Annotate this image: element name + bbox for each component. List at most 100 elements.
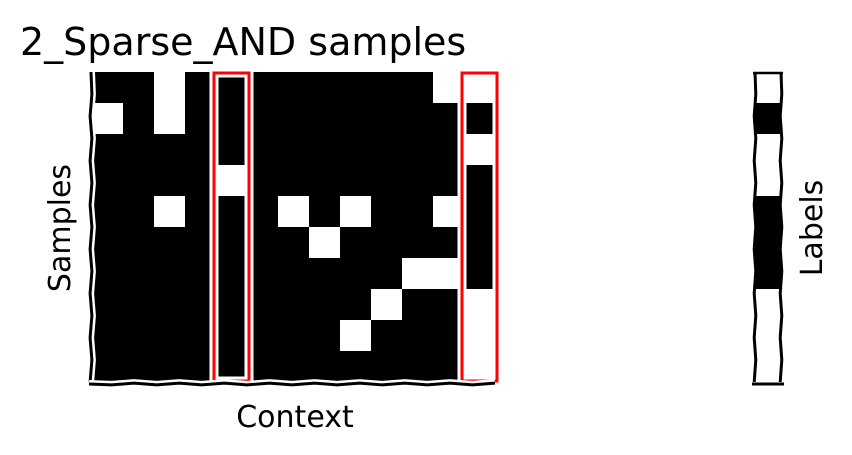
heatmap-cell <box>278 72 310 104</box>
heatmap-cell <box>216 103 248 135</box>
heatmap-cell <box>216 320 248 352</box>
heatmap-cell <box>371 289 403 321</box>
heatmap-cell <box>154 134 186 166</box>
heatmap-cell <box>123 72 155 104</box>
heatmap-cell <box>309 289 341 321</box>
heatmap-cell <box>371 351 403 383</box>
heatmap-cell <box>154 165 186 197</box>
heatmap-cell <box>371 320 403 352</box>
heatmap-cell <box>278 351 310 383</box>
heatmap-cell <box>340 103 372 135</box>
heatmap-cell <box>340 320 372 352</box>
label-cell <box>755 103 781 135</box>
heatmap-cell <box>309 227 341 259</box>
labels-side-spines <box>752 71 784 383</box>
heatmap-cell <box>278 165 310 197</box>
heatmap-cell <box>309 351 341 383</box>
heatmap-cell <box>123 134 155 166</box>
heatmap-cell <box>371 196 403 228</box>
label-cell <box>755 134 781 166</box>
heatmap-cell <box>92 227 124 259</box>
heatmap-cell <box>402 72 434 104</box>
heatmap-cell <box>123 289 155 321</box>
x-spine <box>88 381 496 387</box>
heatmap-cell <box>216 196 248 228</box>
heatmap-cell <box>92 289 124 321</box>
heatmap-cell <box>123 196 155 228</box>
heatmap-cell <box>402 320 434 352</box>
heatmap-cell <box>92 165 124 197</box>
heatmap-cell <box>371 165 403 197</box>
heatmap-cell <box>92 103 124 135</box>
heatmap-cell <box>464 227 496 259</box>
heatmap-cell <box>92 258 124 290</box>
heatmap-cell <box>309 165 341 197</box>
heatmap-cell <box>340 134 372 166</box>
heatmap-cell <box>278 103 310 135</box>
heatmap-cell <box>464 196 496 228</box>
heatmap-cell <box>402 351 434 383</box>
label-cell <box>755 351 781 383</box>
y-axis-label: Samples <box>43 164 78 292</box>
heatmap-cell <box>216 134 248 166</box>
heatmap-cell <box>123 258 155 290</box>
heatmap-cell <box>278 196 310 228</box>
heatmap-cell <box>340 196 372 228</box>
heatmap-cell <box>340 289 372 321</box>
heatmap-cell <box>123 227 155 259</box>
heatmap-cell <box>340 258 372 290</box>
heatmap-cell <box>216 289 248 321</box>
heatmap-cell <box>123 103 155 135</box>
heatmap-cell <box>154 196 186 228</box>
heatmap-cell <box>402 134 434 166</box>
heatmap-cell <box>123 320 155 352</box>
heatmap-cell <box>309 103 341 135</box>
heatmap-cell <box>464 103 496 135</box>
labels-axis-label: Labels <box>795 180 830 277</box>
heatmap-cell <box>371 103 403 135</box>
heatmap-cell <box>402 289 434 321</box>
heatmap-cell <box>371 258 403 290</box>
labels-heatmap <box>755 72 781 383</box>
heatmap-cell <box>92 72 124 104</box>
heatmap-cell <box>154 289 186 321</box>
main-heatmap-frame <box>86 71 496 389</box>
heatmap-cell <box>154 320 186 352</box>
heatmap-cell <box>154 258 186 290</box>
heatmap-cell <box>216 165 248 197</box>
heatmap-cell <box>309 320 341 352</box>
heatmap-cell <box>123 351 155 383</box>
heatmap-cell <box>340 351 372 383</box>
label-cell <box>755 165 781 197</box>
heatmap-cell <box>371 134 403 166</box>
heatmap-cell <box>154 227 186 259</box>
heatmap-cell <box>216 227 248 259</box>
heatmap-cell <box>278 320 310 352</box>
heatmap-cell <box>309 196 341 228</box>
heatmap-cell <box>123 165 155 197</box>
heatmap-cell <box>92 134 124 166</box>
heatmap-cell <box>340 72 372 104</box>
heatmap-cell <box>464 134 496 166</box>
heatmap-cell <box>92 320 124 352</box>
heatmap-cell <box>340 227 372 259</box>
heatmap-cell <box>92 351 124 383</box>
heatmap-cell <box>309 258 341 290</box>
label-cell <box>755 196 781 228</box>
label-cell <box>755 72 781 104</box>
heatmap-cell <box>464 165 496 197</box>
heatmap-cell <box>402 165 434 197</box>
heatmap-cell <box>278 227 310 259</box>
heatmap-cell <box>402 258 434 290</box>
heatmap-cell <box>340 165 372 197</box>
heatmap-cell <box>92 196 124 228</box>
heatmap-cell <box>402 227 434 259</box>
label-cell <box>755 320 781 352</box>
heatmap-cell <box>464 258 496 290</box>
heatmap-cell <box>371 227 403 259</box>
main-heatmap <box>92 72 496 383</box>
heatmap-cell <box>402 103 434 135</box>
labels-heatmap-frame <box>752 71 784 386</box>
x-axis-label: Context <box>236 400 354 435</box>
